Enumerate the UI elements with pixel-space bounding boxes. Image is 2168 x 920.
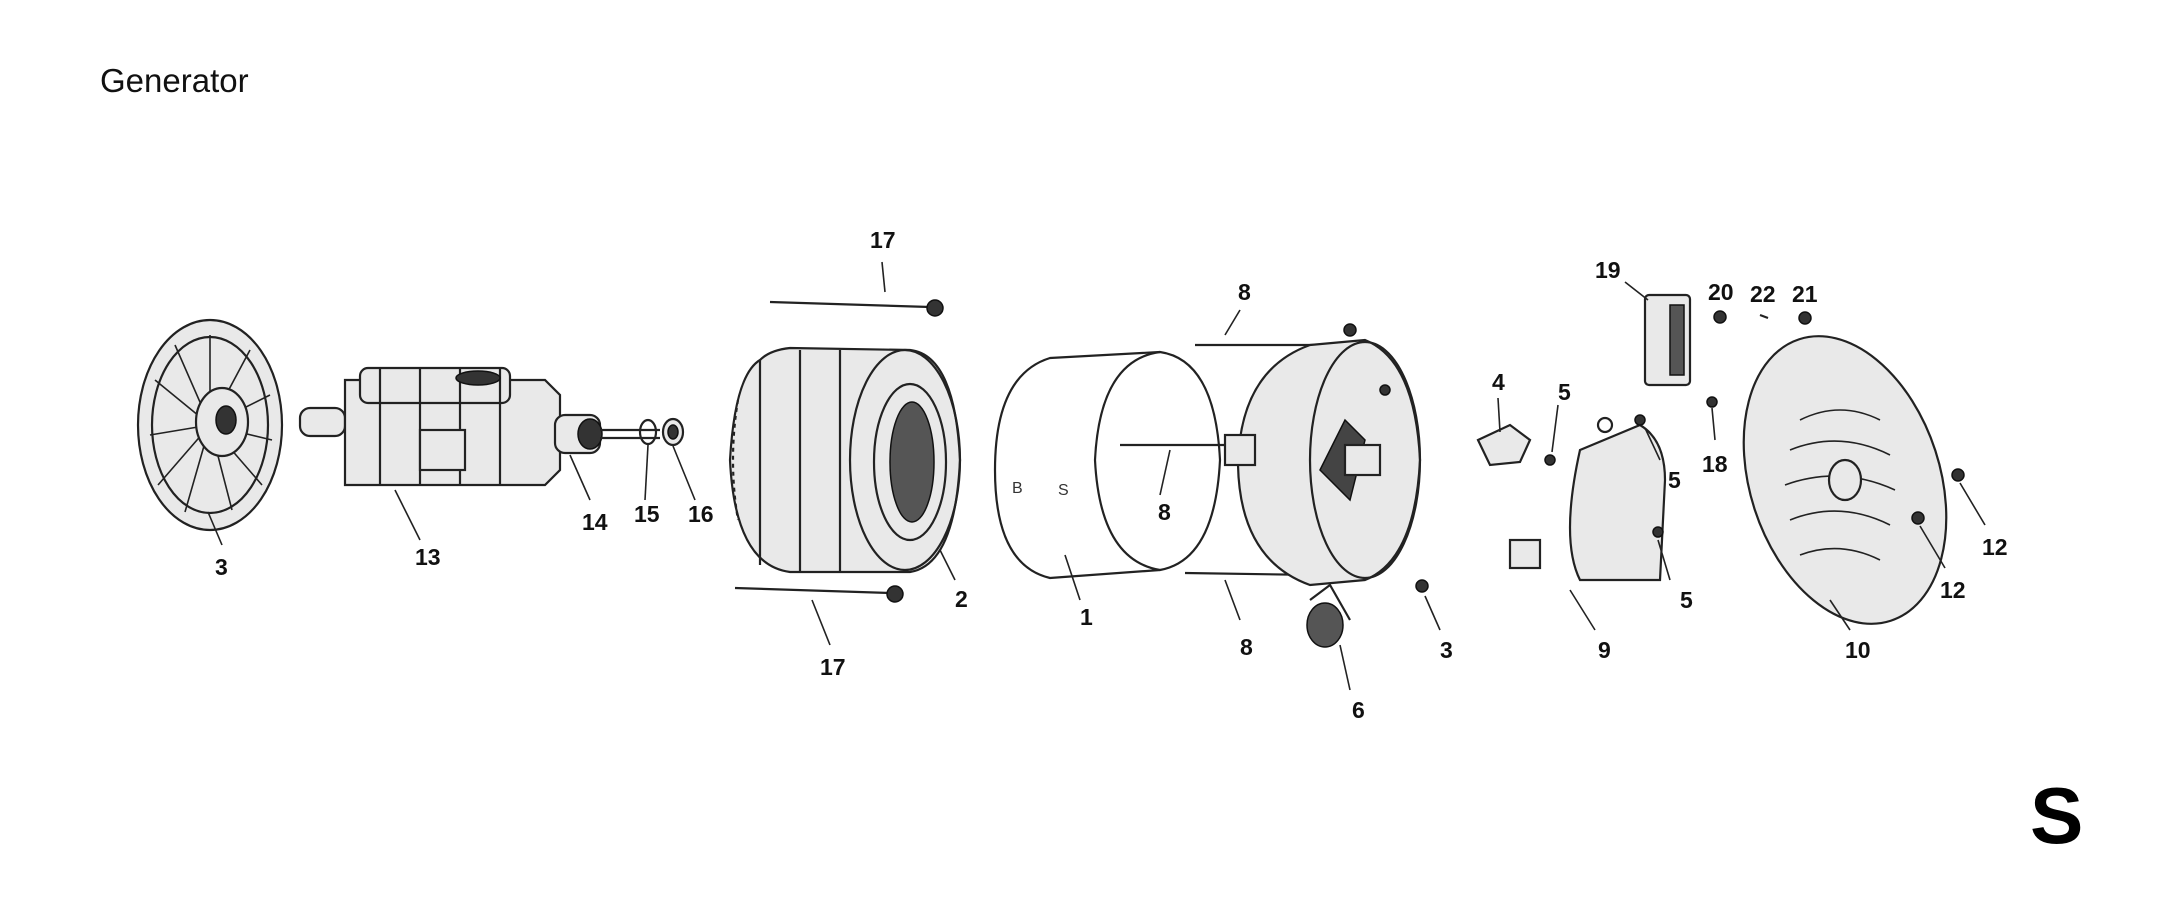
callout-5-upper: 5 <box>1558 379 1571 405</box>
terminal-board-part <box>1643 293 1692 387</box>
screw-12-upper <box>1951 468 1965 482</box>
screw-part <box>1415 579 1429 593</box>
rotor-part <box>298 366 603 487</box>
callout-10: 10 <box>1845 637 1871 663</box>
callout-labels: 3 13 14 15 16 17 17 2 1 8 8 8 3 6 4 5 5 … <box>215 227 2008 723</box>
grille-cover-part <box>1742 335 1948 625</box>
svg-text:B: B <box>1012 480 1023 497</box>
nut-20-part <box>1713 310 1727 324</box>
callout-19: 19 <box>1595 257 1621 283</box>
callout-12-lower: 12 <box>1940 577 1966 603</box>
svg-text:S: S <box>1058 482 1069 499</box>
callout-16: 16 <box>688 501 714 527</box>
rear-bracket-part <box>1223 323 1422 648</box>
fan-part <box>136 318 284 532</box>
pin-22-part <box>1759 313 1769 320</box>
through-bolt-upper <box>769 299 944 317</box>
screw-12-lower <box>1911 511 1925 525</box>
callout-5-middle: 5 <box>1668 467 1681 493</box>
callout-2: 2 <box>955 586 968 612</box>
callout-15: 15 <box>634 501 660 527</box>
callout-8-lower: 8 <box>1240 634 1253 660</box>
diagram-title: Generator <box>100 62 249 99</box>
shaft-part <box>600 428 660 440</box>
nut-part <box>661 417 685 447</box>
callout-17-upper: 17 <box>870 227 896 253</box>
end-cover-part <box>1508 414 1667 582</box>
diode-part <box>1476 423 1556 467</box>
callout-12-upper: 12 <box>1982 534 2008 560</box>
section-letter: S <box>2030 771 2084 860</box>
callout-22: 22 <box>1750 281 1776 307</box>
callout-13: 13 <box>415 544 441 570</box>
callout-17-lower: 17 <box>820 654 846 680</box>
leader-lines <box>207 261 1986 691</box>
callout-18: 18 <box>1702 451 1728 477</box>
washer-part <box>638 418 658 446</box>
callout-9: 9 <box>1598 637 1611 663</box>
callout-8-middle: 8 <box>1158 499 1171 525</box>
callout-6: 6 <box>1352 697 1365 723</box>
callout-8-upper: 8 <box>1238 279 1251 305</box>
callout-14: 14 <box>582 509 608 535</box>
callout-1: 1 <box>1080 604 1093 630</box>
screw-18-part <box>1706 396 1718 408</box>
callout-3-screw: 3 <box>1440 637 1453 663</box>
housing-band-part: B S <box>993 350 1222 580</box>
callout-21: 21 <box>1792 281 1818 307</box>
through-bolt-lower <box>734 585 904 603</box>
callout-20: 20 <box>1708 279 1734 305</box>
callout-5-lower: 5 <box>1680 587 1693 613</box>
callout-3-fan: 3 <box>215 554 228 580</box>
nut-21-part <box>1798 311 1812 325</box>
stator-part <box>728 346 962 574</box>
callout-4: 4 <box>1492 369 1505 395</box>
